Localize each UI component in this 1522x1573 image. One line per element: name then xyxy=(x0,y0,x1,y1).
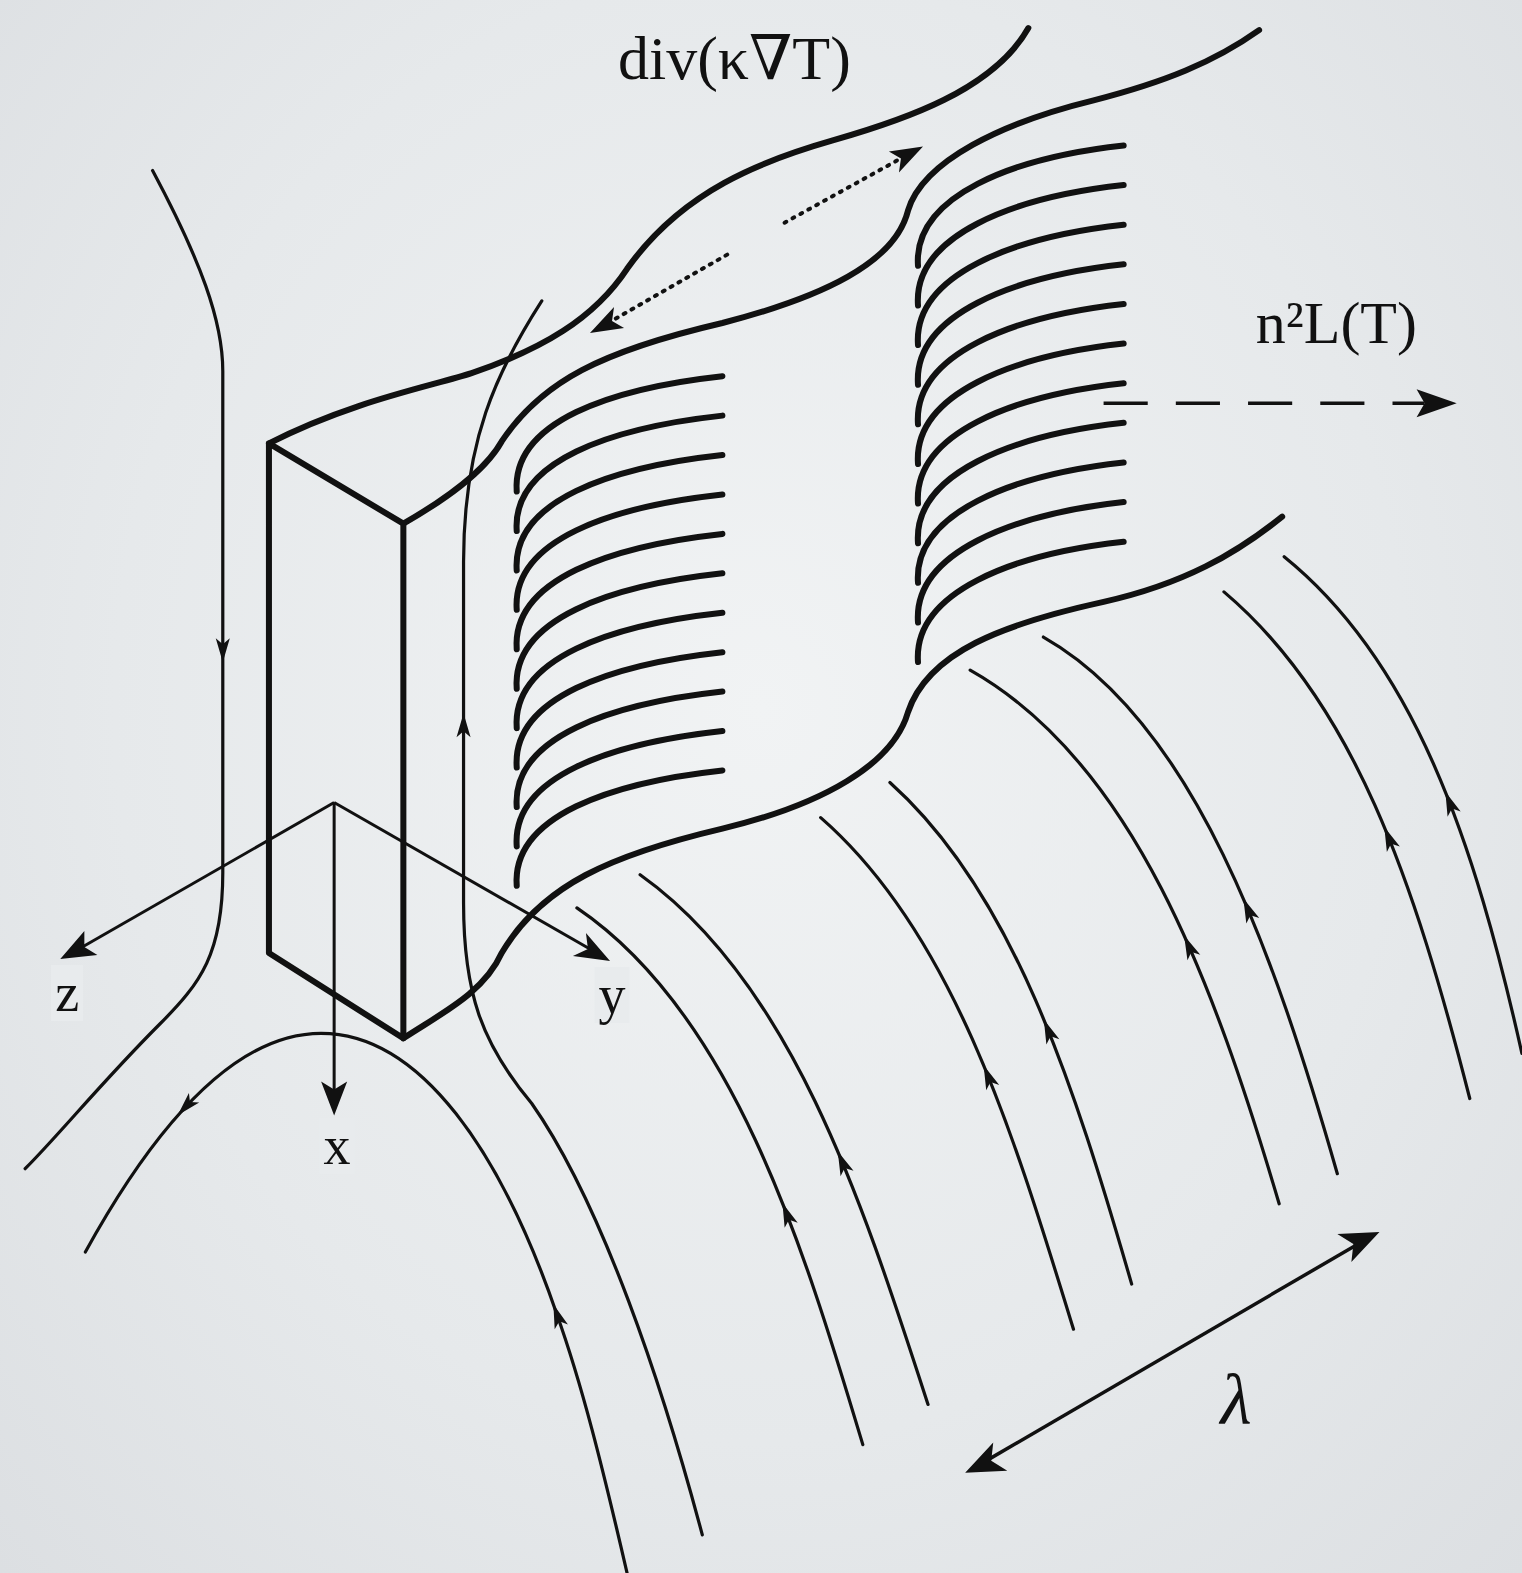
field-arrow-head xyxy=(831,1149,853,1177)
field-line xyxy=(25,171,223,1169)
arrow-head xyxy=(60,931,97,959)
field-line xyxy=(1043,637,1337,1174)
field-line xyxy=(1284,557,1522,1054)
arrow-head xyxy=(573,933,610,961)
radiation-arrow xyxy=(1104,402,1425,406)
arrow-head xyxy=(321,1081,347,1115)
field-line xyxy=(577,908,863,1445)
field-line xyxy=(85,1033,627,1573)
arrow-head xyxy=(1337,1232,1379,1262)
hatch-line xyxy=(517,770,723,885)
field-line xyxy=(970,670,1279,1204)
field-arrow-head xyxy=(776,1200,798,1228)
sheet-edge xyxy=(269,28,1028,443)
volume-element xyxy=(269,443,403,1038)
field-arrow-head xyxy=(1237,896,1259,924)
arrow-head xyxy=(889,146,923,172)
axis-heads xyxy=(60,931,610,1116)
arrow-head xyxy=(590,307,624,333)
x-axis xyxy=(333,803,336,1092)
axes xyxy=(82,803,590,1092)
field-arrow-head xyxy=(216,638,230,662)
axis-label: x xyxy=(320,1118,355,1174)
radiative-loss-label: n²L(T) xyxy=(1252,292,1421,354)
axis-label: z xyxy=(51,965,83,1021)
sheet-outline xyxy=(269,28,1282,1038)
condensation-hatching xyxy=(517,145,1124,885)
wavelength-label: λ xyxy=(1216,1363,1255,1437)
field-line xyxy=(1224,592,1470,1099)
y-axis xyxy=(334,803,590,949)
field-arrow-head xyxy=(547,1302,568,1329)
field-line xyxy=(640,875,928,1405)
arrow-head xyxy=(965,1443,1007,1473)
field-arrow-head xyxy=(1439,789,1461,817)
dotted-line xyxy=(608,253,730,323)
field-arrow-head xyxy=(1178,933,1201,961)
sheet-edge xyxy=(403,30,1259,524)
dotted-heads xyxy=(590,146,923,333)
field-arrow-head xyxy=(457,713,471,737)
field-line xyxy=(890,782,1132,1284)
dotted-line xyxy=(785,154,908,222)
axis-label: y xyxy=(595,967,630,1023)
sheet-edge xyxy=(403,517,1282,1039)
field-arrow-head xyxy=(1378,824,1400,852)
field-arrow-head xyxy=(1037,1017,1059,1045)
wavelength-arrow xyxy=(988,1245,1356,1460)
field-lines xyxy=(25,171,1522,1573)
field-arrow-head xyxy=(173,1093,200,1120)
field-arrow-head xyxy=(977,1063,999,1091)
field-line xyxy=(821,818,1074,1330)
dotted-arrow xyxy=(608,154,908,323)
arrow-head xyxy=(1417,389,1457,417)
conduction-label: div(κ∇T) xyxy=(614,26,855,90)
z-axis xyxy=(82,803,334,947)
